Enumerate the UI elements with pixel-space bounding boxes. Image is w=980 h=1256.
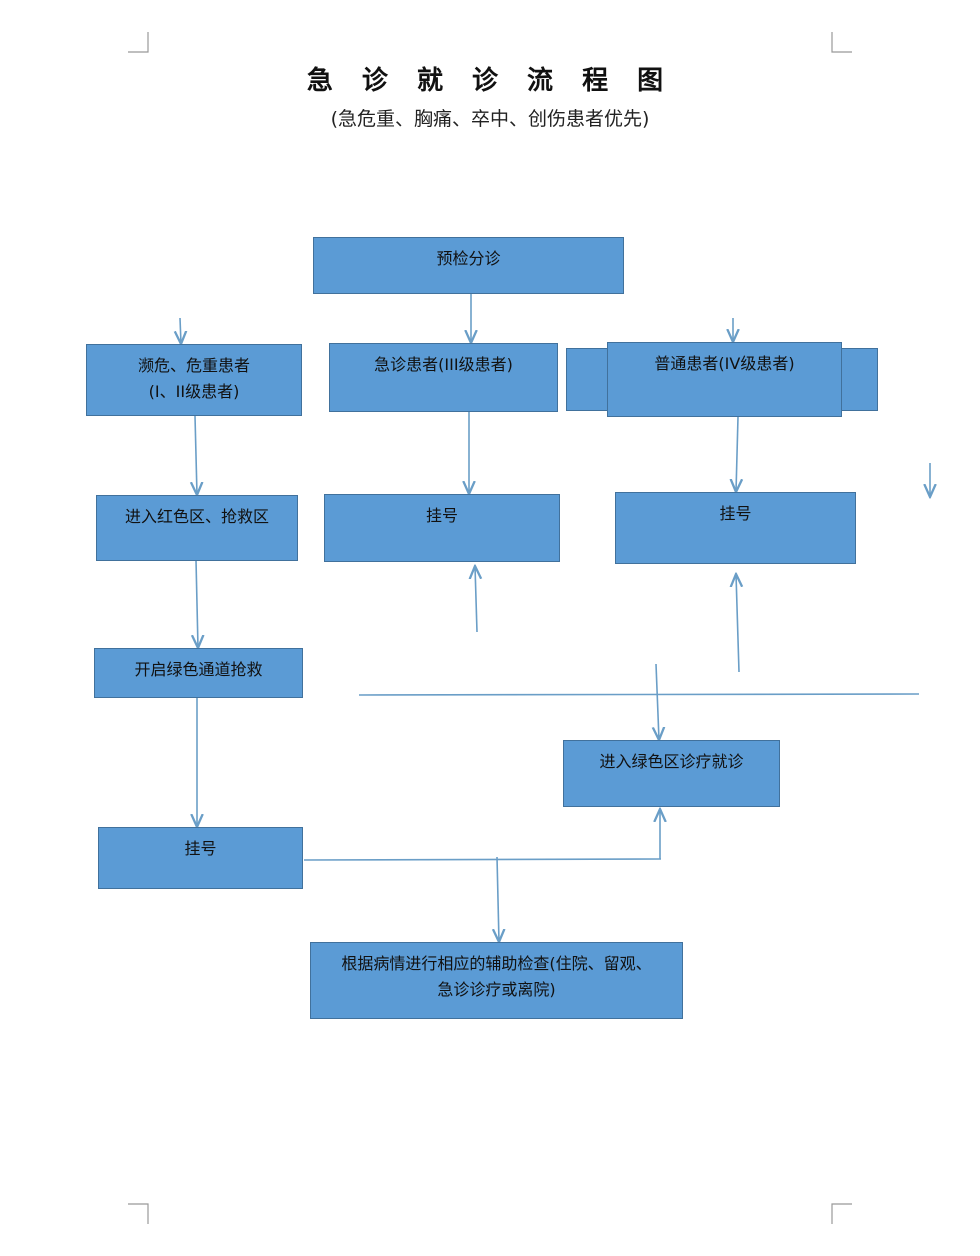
- node-urgent-patients: 急诊患者(III级患者): [329, 343, 558, 412]
- horizontal-divider: [358, 693, 920, 696]
- node-register-urgent: 挂号: [324, 494, 560, 562]
- node-register-normal-label: 挂号: [719, 504, 752, 523]
- arrow-up-to-register-urgent: [475, 566, 477, 633]
- arrow-normal-to-register: [736, 416, 738, 492]
- node-green-channel-label: 开启绿色通道抢救: [134, 660, 263, 679]
- page-title: 急 诊 就 诊 流 程 图: [306, 66, 674, 96]
- arrow-to-critical: [180, 317, 181, 344]
- node-register-critical: 挂号: [98, 827, 303, 889]
- node-urgent-label: 急诊患者(III级患者): [374, 355, 513, 374]
- node-normal-left-wing: [566, 348, 610, 411]
- node-critical-patients: 濒危、危重患者 (I、II级患者): [86, 344, 302, 416]
- node-green-zone-label: 进入绿色区诊疗就诊: [599, 752, 744, 771]
- arrow-critical-to-red: [195, 415, 197, 495]
- node-auxiliary-exam: 根据病情进行相应的辅助检查(住院、留观、 急诊诊疗或离院): [310, 942, 683, 1019]
- arrow-to-green-zone: [656, 663, 659, 740]
- node-triage: 预检分诊: [313, 237, 624, 294]
- node-critical-line2: (I、II级患者): [148, 382, 240, 401]
- node-green-channel: 开启绿色通道抢救: [94, 648, 303, 698]
- arrow-up-to-register-normal: [736, 574, 739, 673]
- node-triage-label: 预检分诊: [436, 249, 501, 268]
- arrow-to-auxiliary-exam: [497, 856, 499, 942]
- node-green-zone: 进入绿色区诊疗就诊: [563, 740, 780, 807]
- node-red-zone: 进入红色区、抢救区: [96, 495, 298, 561]
- line-register-to-right: [303, 858, 662, 861]
- node-normal-label: 普通患者(IV级患者): [654, 354, 795, 373]
- node-register-critical-label: 挂号: [184, 839, 217, 858]
- node-register-urgent-label: 挂号: [425, 506, 458, 525]
- node-normal-right-wing: [838, 348, 878, 411]
- node-critical-line1: 濒危、危重患者: [137, 356, 250, 375]
- node-register-normal: 挂号: [615, 492, 856, 564]
- arrow-red-to-green-channel: [196, 559, 198, 648]
- node-red-zone-label: 进入红色区、抢救区: [124, 507, 269, 526]
- node-aux-line2: 急诊诊疗或离院): [437, 980, 556, 999]
- node-aux-line1: 根据病情进行相应的辅助检查(住院、留观、: [341, 954, 652, 973]
- page-subtitle: (急危重、胸痛、卒中、创伤患者优先): [330, 108, 650, 130]
- node-normal-patients: 普通患者(IV级患者): [607, 342, 842, 417]
